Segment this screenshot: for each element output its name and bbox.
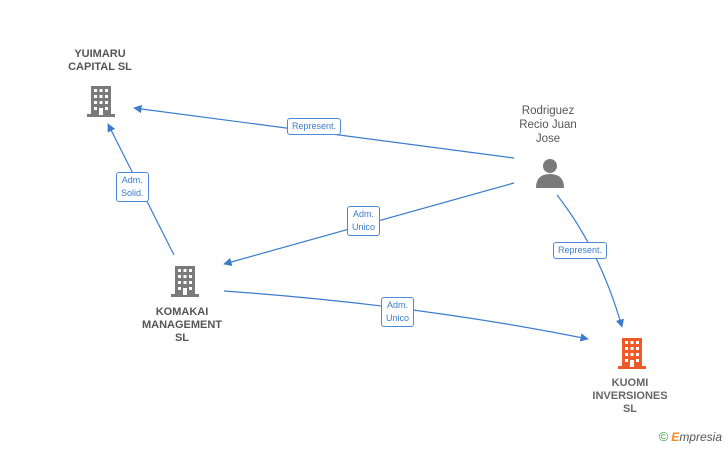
edge-label-rodriguez-kuomi[interactable]: Represent. xyxy=(553,242,608,259)
brand-rest: mpresia xyxy=(679,430,722,444)
node-rodriguez-line3: Jose xyxy=(535,133,561,145)
edge-rodriguez-kuomi xyxy=(556,194,624,328)
person-icon-rodriguez[interactable] xyxy=(534,158,566,188)
brand-logo: Empresia xyxy=(671,430,722,444)
edge-label-text: Represent. xyxy=(292,121,337,131)
node-komakai-line3: SL xyxy=(174,332,190,344)
edge-label-line2: Unico xyxy=(352,222,376,232)
edge-label-rodriguez-yuimaru[interactable]: Represent. xyxy=(287,118,342,135)
brand-initial: E xyxy=(671,430,680,444)
node-komakai-line1: KOMAKAI xyxy=(155,306,209,318)
node-komakai-label: KOMAKAI MANAGEMENT SL xyxy=(132,306,232,345)
node-kuomi-line1: KUOMI xyxy=(611,377,649,389)
edge-label-line2: Unico xyxy=(386,313,410,323)
copyright-icon: © xyxy=(658,429,669,444)
edge-label-line1: Adm. xyxy=(387,300,409,310)
node-kuomi-line3: SL xyxy=(622,403,638,415)
edge-label-text: Represent. xyxy=(558,245,603,255)
building-icon-komakai[interactable] xyxy=(169,264,201,298)
node-komakai-line2: MANAGEMENT xyxy=(141,319,223,331)
node-kuomi-line2: INVERSIONES xyxy=(592,390,668,402)
node-yuimaru-line1: YUIMARU xyxy=(74,48,126,60)
footer-brand: ©Empresia xyxy=(659,429,722,444)
edge-label-line2: Solid. xyxy=(121,188,144,198)
node-rodriguez-line2: Recio Juan xyxy=(519,119,577,131)
edge-label-komakai-yuimaru[interactable]: Adm. Solid. xyxy=(116,172,149,202)
node-yuimaru-line2: CAPITAL SL xyxy=(68,61,132,73)
edge-label-rodriguez-komakai[interactable]: Adm. Unico xyxy=(347,206,381,236)
building-icon-kuomi[interactable] xyxy=(616,336,648,370)
building-icon-yuimaru[interactable] xyxy=(85,84,117,118)
node-rodriguez-line1: Rodriguez xyxy=(521,105,575,117)
node-kuomi-label: KUOMI INVERSIONES SL xyxy=(580,377,680,416)
node-rodriguez-label: Rodriguez Recio Juan Jose xyxy=(498,104,598,146)
node-yuimaru-label: YUIMARU CAPITAL SL xyxy=(50,48,150,74)
edge-label-line1: Adm. xyxy=(121,175,143,185)
edge-label-komakai-kuomi[interactable]: Adm. Unico xyxy=(381,297,415,327)
edge-label-line1: Adm. xyxy=(353,209,375,219)
